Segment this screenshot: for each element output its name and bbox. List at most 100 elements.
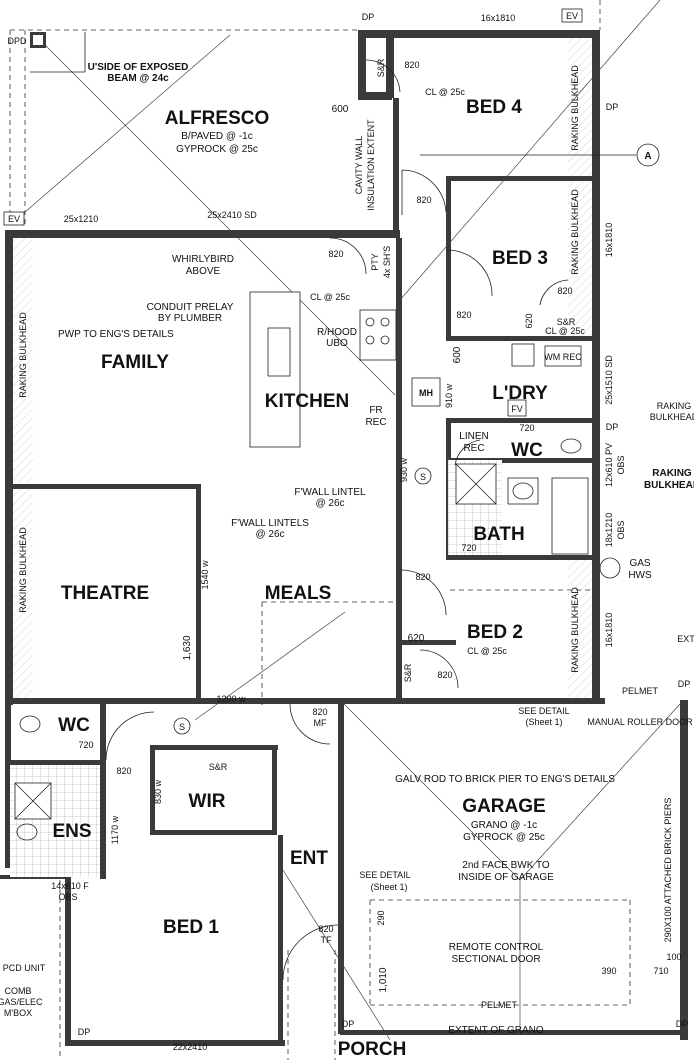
note-shs: 4x SH'S (382, 246, 392, 278)
note-cl: CL @ 25c (310, 292, 350, 302)
note-door: 820 (116, 766, 131, 776)
note-door: 820 (456, 310, 471, 320)
note-raking: RAKING BULKHEAD (18, 527, 28, 613)
smoke-detector-icon: S (179, 722, 185, 732)
note-dp: DP (676, 1019, 689, 1029)
note-sheet: (Sheet 1) (370, 882, 407, 892)
note-door: 720 (461, 543, 476, 553)
note-dp: DP (606, 422, 619, 432)
note-tf: TF (321, 935, 332, 945)
note-1170: 1170 w (110, 815, 120, 844)
note-600: 600 (452, 346, 463, 363)
cooktop (359, 309, 397, 361)
note-1200: 1200 w (216, 694, 246, 704)
note-comb-1: COMB (5, 986, 32, 996)
note-fr-1: FR (369, 405, 382, 416)
note-raking: RAKING (657, 401, 692, 411)
note-910: 910 w (444, 383, 454, 408)
kitchen-sink (267, 327, 291, 377)
note-alfresco-2: GYPROCK @ 25c (176, 144, 258, 155)
note-930: 930 w (399, 457, 409, 482)
alfresco-outline (9, 29, 396, 396)
note-lintel-2: @ 26c (315, 498, 344, 509)
note-lintels-2: @ 26c (255, 529, 284, 540)
note-ev: EV (566, 11, 578, 21)
note-dim: 22x2410 (173, 1042, 208, 1052)
room-kitchen: KITCHEN (265, 391, 349, 412)
note-door: 820 (404, 60, 419, 70)
note-dim: 25x2410 SD (207, 210, 257, 220)
room-ens: ENS (52, 821, 91, 842)
note-dim: 25x1510 SD (604, 355, 614, 405)
note-dim: 16x1810 (481, 13, 516, 23)
note-rhood-2: UBO (326, 338, 348, 349)
note-pty: PTY (370, 253, 380, 271)
note-sr: S&R (403, 663, 413, 682)
note-obs: OBS (616, 455, 626, 474)
note-bwk-1: 2nd FACE BWK TO (462, 860, 550, 871)
note-620: 620 (524, 313, 534, 328)
note-ext: EXT (677, 634, 694, 644)
note-dp: DP (78, 1027, 91, 1037)
note-bulkhead: BULKHEAD (650, 412, 694, 422)
room-bed2: BED 2 (467, 622, 523, 643)
bathtub (551, 477, 589, 555)
note-cl: CL @ 25c (545, 326, 585, 336)
note-gas-1: GAS (629, 558, 650, 569)
note-beam-1: U'SIDE OF EXPOSED (88, 62, 189, 73)
note-door: 820 (328, 249, 343, 259)
note-620: 620 (408, 633, 425, 644)
note-linen-1: LINEN (459, 431, 488, 442)
note-dim: 18x1210 (604, 513, 614, 548)
note-1540: 1540 w (200, 560, 210, 590)
note-conduit-1: CONDUIT PRELAY (147, 302, 234, 313)
note-830: 830 w (153, 779, 163, 804)
note-raking: RAKING (652, 468, 692, 479)
note-sr: S&R (376, 58, 386, 77)
note-extent: EXTENT OF GRANO (448, 1025, 544, 1036)
note-lintels-1: F'WALL LINTELS (231, 518, 309, 529)
room-wir: WIR (189, 791, 226, 812)
note-door: 820 (437, 670, 452, 680)
note-section: A (644, 151, 651, 162)
note-wm: WM REC (544, 352, 582, 362)
note-100: 100 (666, 952, 681, 962)
note-raking: RAKING BULKHEAD (18, 312, 28, 398)
note-cl: CL @ 25c (467, 646, 507, 656)
room-ent: ENT (290, 848, 328, 869)
room-meals: MEALS (265, 583, 332, 604)
note-sheet: (Sheet 1) (525, 717, 562, 727)
room-family: FAMILY (101, 352, 169, 373)
note-bulkhead: BULKHEAD (644, 480, 694, 491)
room-garage: GARAGE (462, 796, 545, 817)
note-rhood-1: R/HOOD (317, 327, 357, 338)
note-dim: 16x1810 (604, 223, 614, 258)
note-cavity-2: INSULATION EXTENT (366, 119, 376, 211)
room-wc-lower: WC (58, 715, 90, 736)
note-dim: 25x1210 (64, 214, 99, 224)
note-dp: DP (678, 679, 691, 689)
note-sr: S&R (557, 317, 576, 327)
note-door: 820 (557, 286, 572, 296)
note-comb-3: M'BOX (4, 1008, 32, 1018)
room-bath: BATH (473, 524, 524, 545)
note-obs: OBS (58, 892, 77, 902)
note-pelmet: PELMET (622, 686, 659, 696)
note-sr: S&R (209, 762, 228, 772)
note-ev: EV (8, 214, 20, 224)
note-dp: DP (342, 1019, 355, 1029)
note-dim: 12x610 PV (604, 443, 614, 487)
note-1630: 1,630 (182, 635, 193, 660)
note-710: 710 (653, 966, 668, 976)
note-600: 600 (332, 104, 349, 115)
note-linen-2: REC (463, 443, 484, 454)
note-see-detail: SEE DETAIL (359, 870, 410, 880)
note-door: 720 (78, 740, 93, 750)
note-whirly-2: ABOVE (186, 266, 221, 277)
note-conduit-2: BY PLUMBER (158, 313, 222, 324)
walls (0, 30, 688, 1046)
annotations: DP 16x1810 EV DPD U'SIDE OF EXPOSED BEAM… (0, 8, 694, 1052)
note-pcd: PCD UNIT (3, 963, 46, 973)
note-dim: 14x610 F (51, 881, 89, 891)
